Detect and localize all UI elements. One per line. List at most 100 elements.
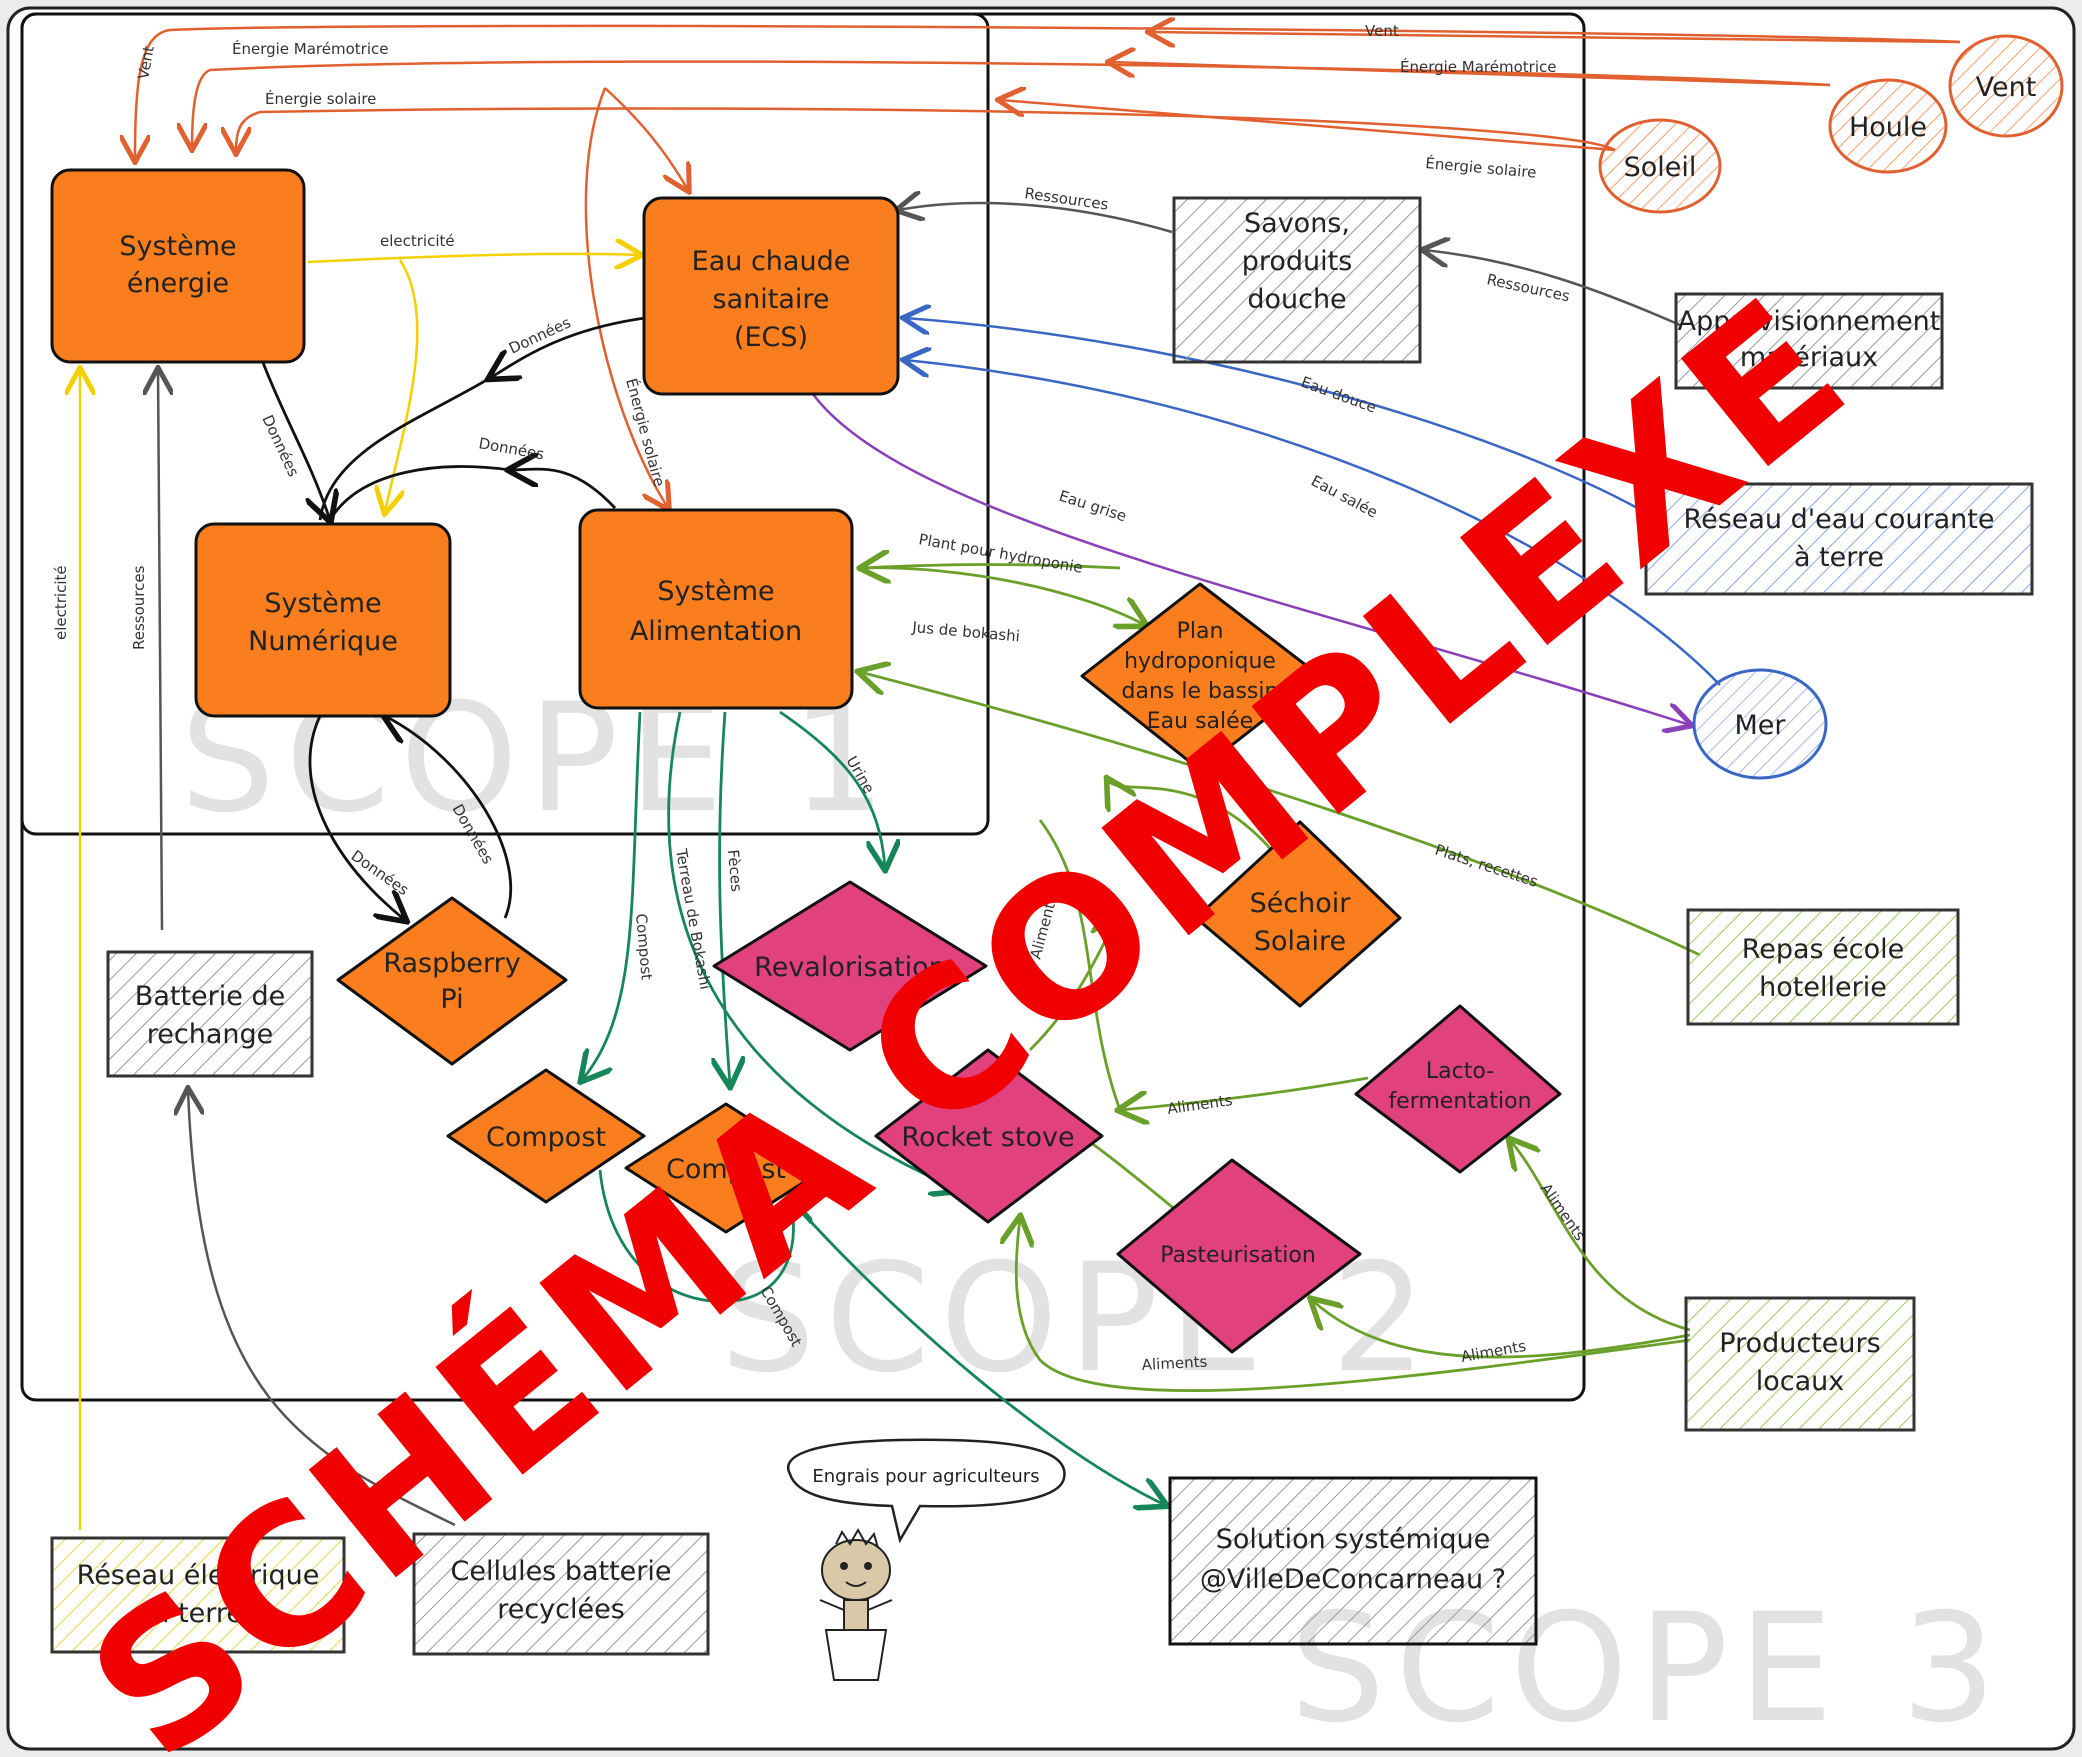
label-elec-top: electricité xyxy=(380,232,455,250)
plan-line4: Eau salée xyxy=(1147,709,1253,734)
plan-line1: Plan xyxy=(1177,619,1224,644)
savons-line3: douche xyxy=(1247,284,1346,315)
node-vent[interactable]: Vent xyxy=(1948,34,2064,138)
node-systeme-alimentation[interactable]: Système Alimentation xyxy=(578,508,854,710)
lacto-line2: fermentation xyxy=(1388,1089,1531,1114)
node-houle[interactable]: Houle xyxy=(1828,78,1948,174)
node-rocket-stove[interactable]: Rocket stove xyxy=(874,1048,1104,1224)
edge-donnees-ecs-tail xyxy=(318,376,491,521)
edge-compost-a xyxy=(582,711,642,1080)
node-mer[interactable]: Mer xyxy=(1692,668,1828,780)
eau-chaude-line1: Eau chaude xyxy=(692,246,851,277)
edge-solaire-alim xyxy=(584,87,668,508)
edge-producteurs-pasteur xyxy=(1312,1300,1691,1359)
edge-donnees-alim xyxy=(510,469,617,509)
label-maree-top: Énergie Marémotrice xyxy=(1400,57,1556,76)
cellules-line2: recyclées xyxy=(497,1594,625,1625)
plan-line2: hydroponique xyxy=(1124,649,1276,674)
node-approvisionnement[interactable]: Approvisionnement matériaux xyxy=(1674,292,1944,390)
edge-maree xyxy=(192,60,1831,148)
lacto-line1: Lacto- xyxy=(1426,1059,1494,1084)
systeme-numerique-line2: Numérique xyxy=(248,626,398,657)
eau-chaude-line3: (ECS) xyxy=(734,322,808,353)
label-feces: Fèces xyxy=(724,849,746,893)
cellules-line1: Cellules batterie xyxy=(450,1556,671,1587)
savons-line2: produits xyxy=(1242,246,1353,277)
label-vent-top: Vent xyxy=(1365,22,1399,40)
solution-line1: Solution systémique xyxy=(1216,1524,1491,1555)
savons-line1: Savons, xyxy=(1244,208,1350,239)
houle-label: Houle xyxy=(1849,112,1927,143)
soleil-label: Soleil xyxy=(1624,152,1697,183)
reseau-electrique-line1: Réseau électrique xyxy=(77,1560,320,1591)
data-arrows xyxy=(260,316,646,920)
node-reseau-electrique[interactable]: Réseau électrique à terre xyxy=(50,1536,346,1654)
edge-vent-top xyxy=(1150,32,1961,42)
edge-elec-ecs xyxy=(307,254,640,262)
raspberry-line2: Pi xyxy=(440,984,463,1015)
systeme-alimentation-line2: Alimentation xyxy=(630,616,802,647)
edge-donnees-pi xyxy=(308,715,405,920)
edge-donnees-energie xyxy=(260,359,330,520)
edge-lacto-aliments-tail xyxy=(1038,819,1122,1111)
label-elec-left: electricité xyxy=(52,565,70,640)
pasteurisation-label: Pasteurisation xyxy=(1160,1243,1316,1268)
label-compost-1: Compost xyxy=(632,913,656,981)
groot-figure-icon xyxy=(819,1527,893,1681)
systeme-alimentation-line1: Système xyxy=(657,576,774,607)
edge-maree-top xyxy=(1110,62,1831,87)
electricity-arrows xyxy=(80,254,640,1530)
label-ressources-left: Ressources xyxy=(130,565,148,650)
systeme-numerique-line1: Système xyxy=(264,588,381,619)
edge-urine xyxy=(779,710,885,868)
edge-solaire xyxy=(236,107,1616,152)
node-cellules[interactable]: Cellules batterie recyclées xyxy=(412,1532,710,1656)
edge-producteurs-rocket xyxy=(1016,1218,1691,1392)
node-systeme-numerique[interactable]: Système Numérique xyxy=(194,522,452,718)
node-solution[interactable]: Solution systémique @VilleDeConcarneau ? xyxy=(1168,1476,1538,1646)
node-eau-chaude[interactable]: Eau chaude sanitaire (ECS) xyxy=(642,196,900,396)
raspberry-line1: Raspberry xyxy=(383,948,520,979)
node-pasteurisation[interactable]: Pasteurisation xyxy=(1116,1158,1362,1354)
rocket-stove-label: Rocket stove xyxy=(901,1122,1074,1153)
node-compost-2[interactable]: Compost xyxy=(624,1102,828,1234)
node-compost-1[interactable]: Compost xyxy=(446,1068,646,1204)
label-solaire-left: Énergie solaire xyxy=(265,89,376,108)
plan-line3: dans le bassin xyxy=(1122,679,1279,704)
node-plan-hydroponique[interactable]: Plan hydroponique dans le bassin Eau sal… xyxy=(1080,582,1322,772)
edge-plant-hydro xyxy=(859,566,1145,625)
node-soleil[interactable]: Soleil xyxy=(1598,118,1722,214)
systeme-energie-line2: énergie xyxy=(127,268,229,299)
edge-eau-douce xyxy=(905,318,1651,517)
node-systeme-energie[interactable]: Système énergie xyxy=(50,168,306,364)
vent-label: Vent xyxy=(1976,72,2037,103)
node-reseau-eau[interactable]: Réseau d'eau courante à terre xyxy=(1644,482,2034,596)
node-revalorisation[interactable]: Revalorisation xyxy=(712,880,988,1052)
edge-plant-hydro-back xyxy=(862,565,1121,568)
node-raspberry[interactable]: Raspberry Pi xyxy=(336,896,568,1066)
label-maree-left: Énergie Marémotrice xyxy=(232,39,388,58)
node-repas-ecole[interactable]: Repas école hotellerie xyxy=(1686,908,1960,1026)
repas-ecole-line2: hotellerie xyxy=(1759,972,1887,1003)
approvisionnement-line2: matériaux xyxy=(1740,342,1878,373)
compost-2-label: Compost xyxy=(666,1154,786,1185)
bubble-text: Engrais pour agriculteurs xyxy=(812,1466,1039,1487)
node-sechoir[interactable]: Séchoir Solaire xyxy=(1194,820,1402,1008)
reseau-eau-line1: Réseau d'eau courante xyxy=(1684,504,1995,535)
canvas-frame xyxy=(6,6,2076,1751)
label-aliments-5: Aliments xyxy=(1141,1353,1208,1374)
resource-arrows xyxy=(158,203,1681,1527)
revalorisation-label: Revalorisation xyxy=(754,952,946,983)
edge-terreau xyxy=(667,711,960,1190)
edge-engrais xyxy=(798,1209,1165,1505)
node-batterie[interactable]: Batterie de rechange xyxy=(106,950,314,1078)
node-savons[interactable]: Savons, produits douche xyxy=(1172,196,1422,364)
compost-1-label: Compost xyxy=(486,1122,606,1153)
edge-aliments-sechoir xyxy=(1029,915,1118,1051)
node-producteurs[interactable]: Producteurs locaux xyxy=(1684,1296,1916,1432)
edge-lacto-aliments xyxy=(1120,1076,1369,1110)
edge-solaire-top xyxy=(1000,100,1616,152)
edge-donnees-num xyxy=(385,716,513,919)
node-lacto[interactable]: Lacto- fermentation xyxy=(1354,1004,1562,1174)
